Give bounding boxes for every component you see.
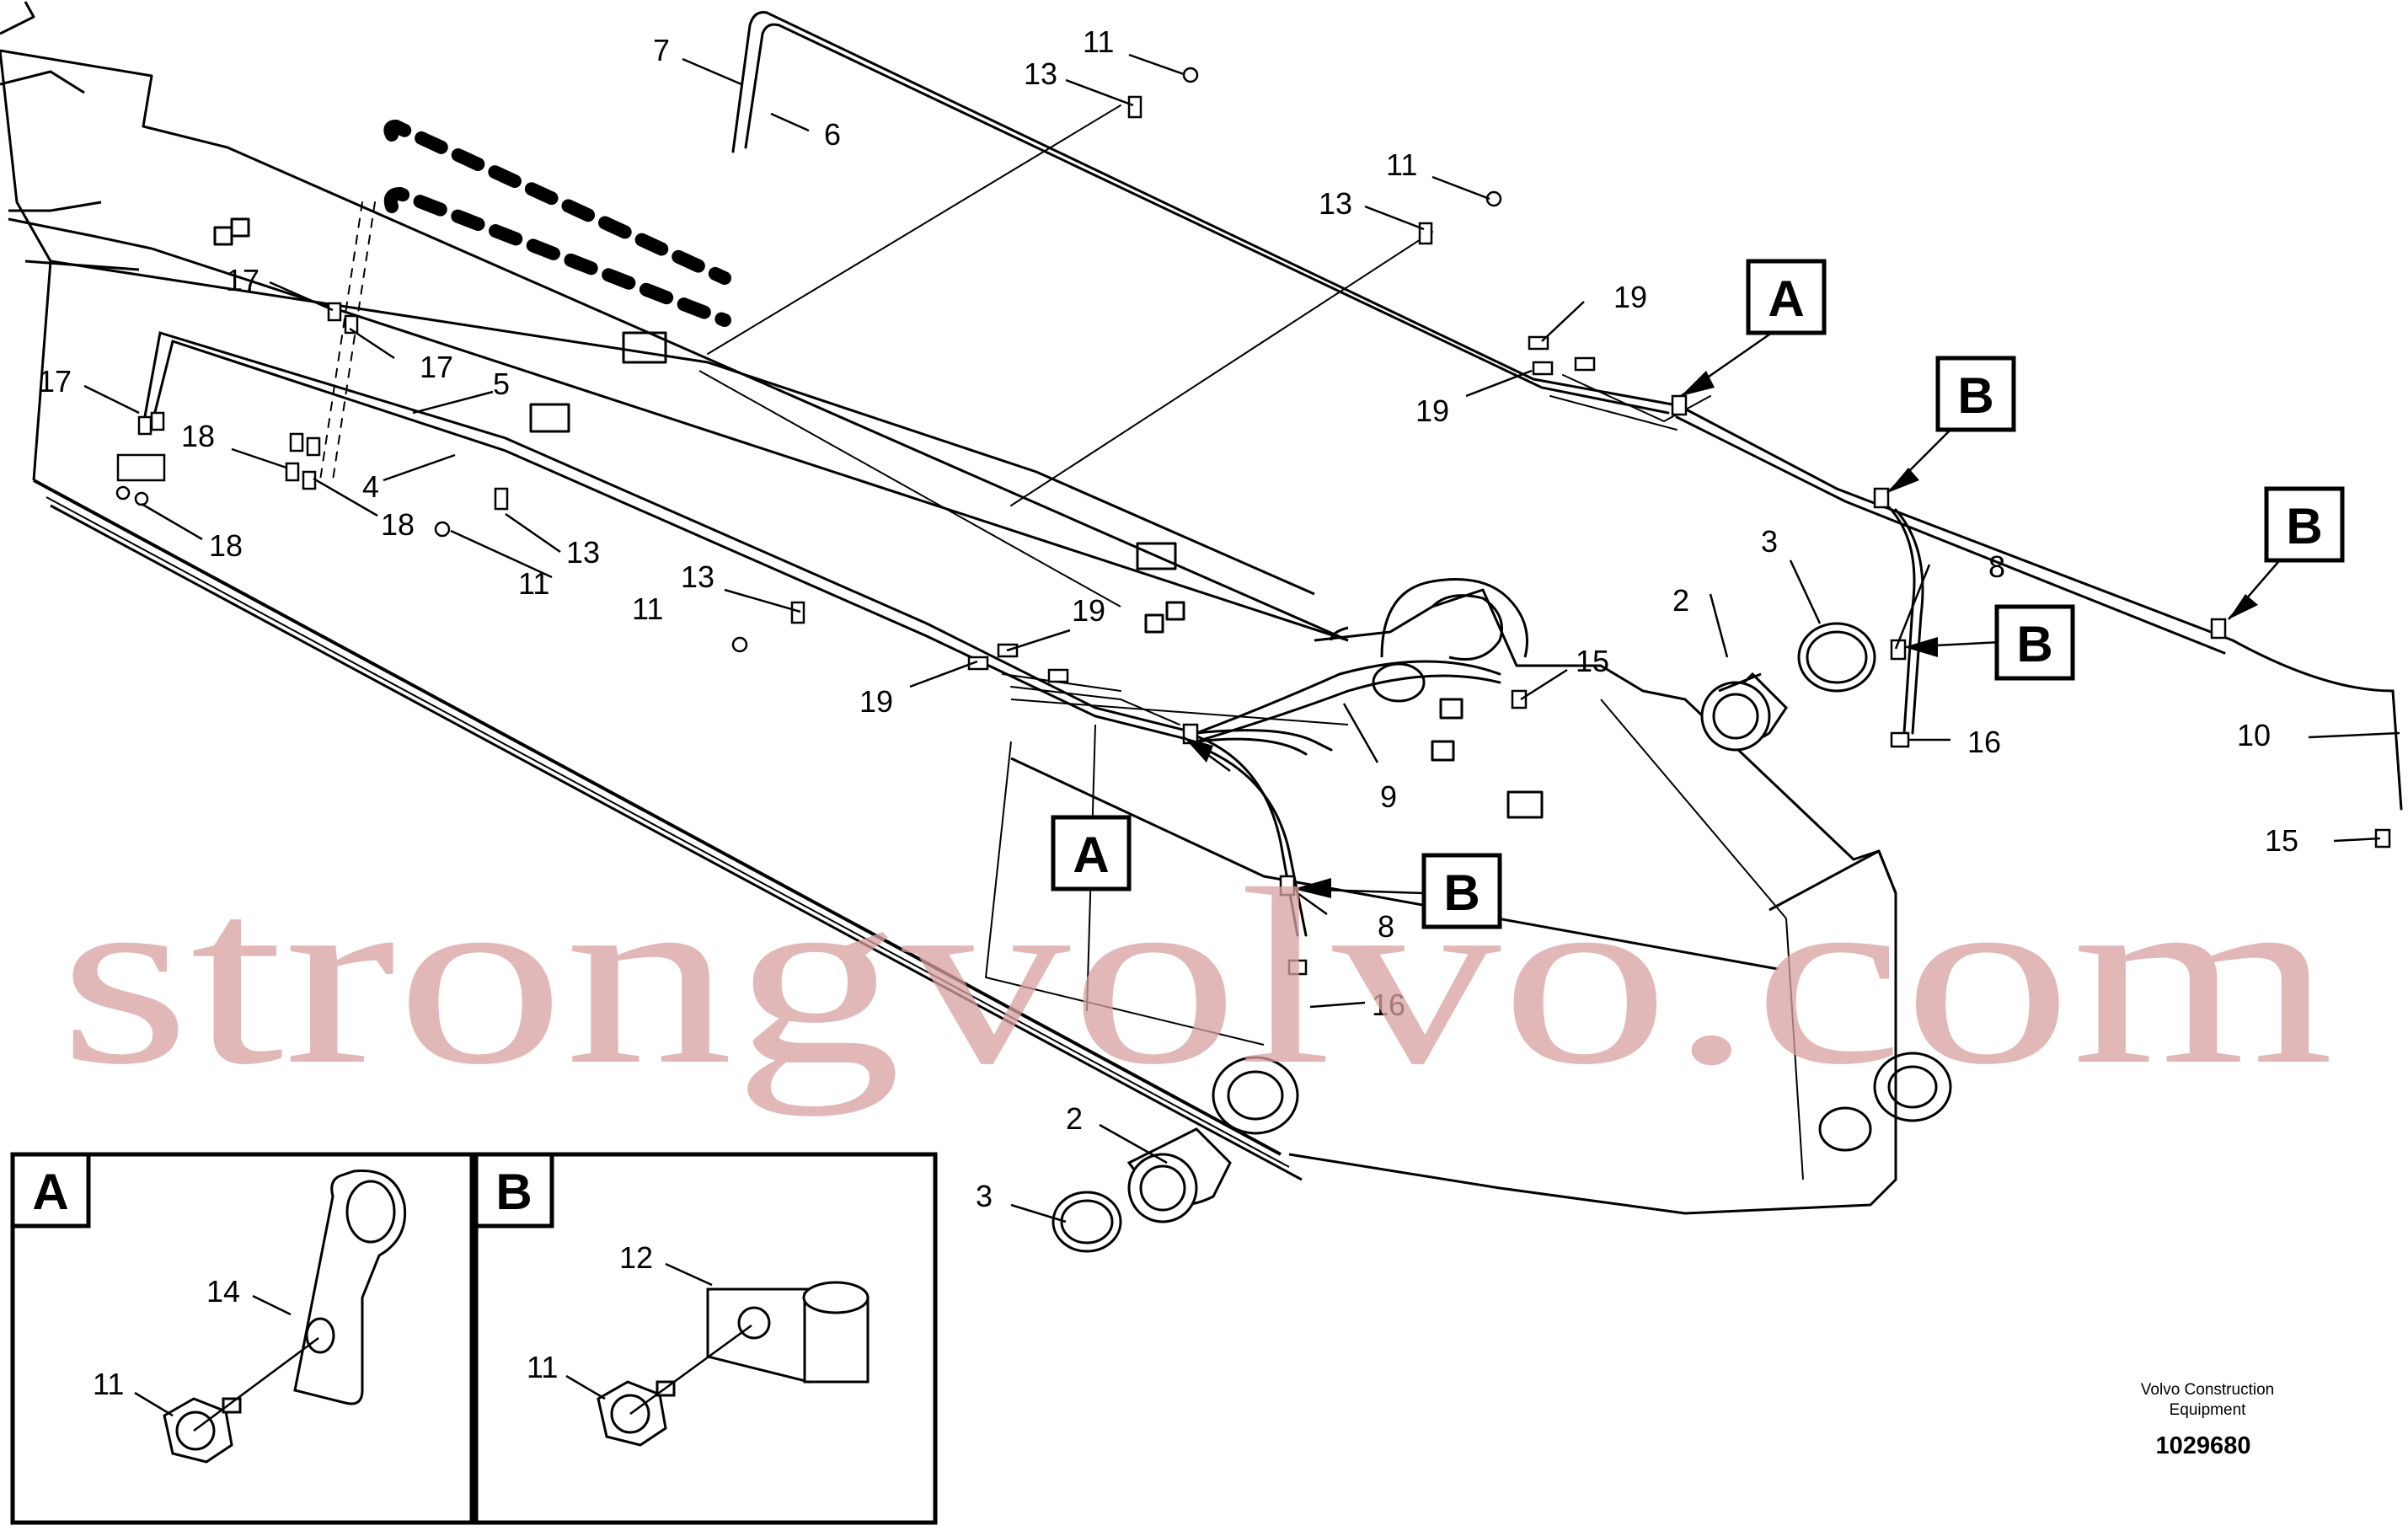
callout-11: 11 (518, 566, 549, 601)
callout-10: 10 (2237, 718, 2271, 752)
view-label-b-mid2: B (1443, 865, 1480, 921)
callout-17: 17 (38, 364, 72, 399)
callout-18: 18 (209, 528, 243, 563)
view-label-b-top1: B (1957, 367, 1993, 424)
callout-3: 3 (976, 1179, 993, 1213)
callout-18: 18 (381, 507, 415, 542)
callout-13: 13 (1024, 56, 1057, 91)
callout-3: 3 (1761, 524, 1778, 559)
callout-17: 17 (226, 263, 260, 297)
bushings (1051, 622, 1876, 1253)
callout-11: 11 (1083, 24, 1114, 59)
detail-view-b: B 12 11 (474, 1152, 938, 1525)
detail-b-callout-11: 11 (527, 1350, 558, 1384)
detail-a-callout-14: 14 (206, 1274, 240, 1309)
callout-17: 17 (420, 350, 453, 384)
callout-19: 19 (859, 684, 893, 719)
callout-numbers: 7 6 11 13 11 13 19 19 17 17 17 5 18 4 18… (38, 24, 2298, 1213)
view-label-b-mid: B (2016, 616, 2052, 672)
callout-13: 13 (566, 535, 600, 570)
callout-13: 13 (681, 559, 714, 594)
callout-8: 8 (1988, 549, 2005, 584)
view-label-a-mid: A (1073, 827, 1109, 883)
view-flags: A B B B A B (1051, 259, 2345, 929)
callout-2: 2 (1066, 1101, 1083, 1136)
callout-19: 19 (1072, 593, 1105, 628)
view-label-b-top2: B (2286, 498, 2322, 554)
callout-2: 2 (1672, 583, 1689, 618)
callout-11: 11 (632, 592, 663, 626)
footer: Volvo Construction Equipment 1029680 (2141, 1381, 2274, 1459)
footer-company-line1: Volvo Construction (2141, 1381, 2274, 1399)
detail-a-label: A (32, 1164, 68, 1220)
callout-15: 15 (2265, 823, 2298, 858)
callout-11: 11 (1386, 147, 1417, 182)
callout-4: 4 (362, 469, 379, 504)
callout-7: 7 (653, 33, 670, 67)
watermark: strongvolvo.com (59, 837, 2334, 1117)
view-arrowheads (1184, 371, 2258, 898)
callout-6: 6 (824, 117, 841, 152)
detail-b-label: B (495, 1164, 532, 1220)
detail-a-callout-11: 11 (93, 1367, 124, 1401)
callout-19: 19 (1415, 393, 1449, 428)
view-label-a-top: A (1768, 270, 1804, 327)
callout-5: 5 (493, 367, 510, 401)
detail-view-a: A 14 11 (10, 1152, 474, 1525)
callout-18: 18 (181, 419, 215, 453)
callout-15: 15 (1576, 644, 1609, 678)
hose-lines (142, 11, 2403, 937)
callout-16: 16 (1967, 725, 2001, 759)
footer-drawing-number: 1029680 (2156, 1432, 2251, 1459)
callout-8: 8 (1378, 909, 1394, 944)
callout-19: 19 (1613, 280, 1647, 314)
fittings (115, 67, 2391, 976)
callout-13: 13 (1319, 186, 1352, 221)
callout-9: 9 (1380, 779, 1397, 814)
callout-16: 16 (1372, 988, 1405, 1022)
footer-company-line2: Equipment (2170, 1401, 2247, 1419)
detail-b-callout-12: 12 (619, 1240, 653, 1275)
